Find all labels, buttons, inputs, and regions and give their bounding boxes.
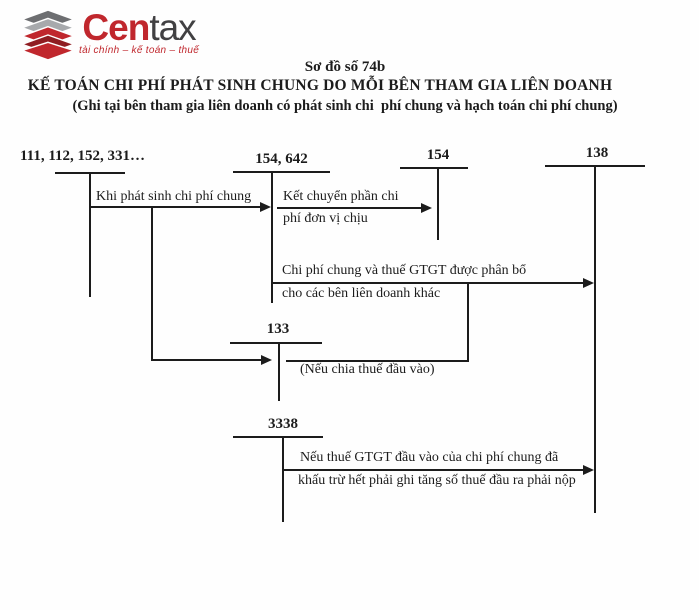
flow-label-vat-output-line1: Nếu thuế GTGT đầu vào của chi phí chung … bbox=[300, 450, 559, 465]
diagram-subheading: (Ghi tại bên tham gia liên doanh có phát… bbox=[72, 98, 618, 114]
centax-logo: Centax tài chính – kế toán – thuế bbox=[20, 8, 199, 62]
t-account-154-642-lines bbox=[233, 171, 330, 303]
account-label-111-112-152-331: 111, 112, 152, 331… bbox=[20, 148, 146, 164]
t-account-154-lines bbox=[400, 167, 468, 240]
scheme-number: Sơ đồ số 74b bbox=[304, 59, 386, 75]
account-label-154: 154 bbox=[426, 147, 450, 163]
connector-allocation-to-133 bbox=[286, 283, 469, 362]
t-account-138-lines bbox=[545, 165, 645, 513]
flow-arrow-into-133 bbox=[151, 207, 272, 365]
account-label-138: 138 bbox=[585, 145, 609, 161]
flow-label-transfer-line1: Kết chuyển phần chi bbox=[283, 189, 399, 204]
t-account-133-lines bbox=[230, 342, 322, 401]
brand-name: Centax bbox=[82, 7, 196, 48]
flow-label-transfer-line2: phí đơn vị chịu bbox=[283, 211, 368, 226]
centax-logotype: Centax tài chính – kế toán – thuế bbox=[79, 7, 200, 57]
flow-label-share-input-vat: (Nếu chia thuế đầu vào) bbox=[300, 362, 435, 377]
centax-diamond-icon bbox=[20, 9, 76, 61]
t-account-3338-lines bbox=[233, 436, 323, 522]
brand-name-dark: tax bbox=[149, 7, 196, 48]
account-label-3338: 3338 bbox=[268, 416, 298, 432]
account-label-133: 133 bbox=[266, 321, 290, 337]
flow-label-allocate-line2: cho các bên liên doanh khác bbox=[282, 286, 441, 301]
flow-label-incur-common-cost: Khi phát sinh chi phí chung bbox=[96, 189, 252, 204]
brand-tagline: tài chính – kế toán – thuế bbox=[79, 45, 200, 56]
flow-label-allocate-line1: Chi phí chung và thuế GTGT được phân bổ bbox=[282, 263, 527, 278]
flow-label-vat-output-line2: khấu trừ hết phải ghi tăng số thuế đầu r… bbox=[298, 473, 576, 488]
brand-name-red: Cen bbox=[82, 7, 150, 48]
t-account-111-lines bbox=[55, 172, 125, 297]
diagram-heading: KẾ TOÁN CHI PHÍ PHÁT SINH CHUNG DO MỖI B… bbox=[27, 77, 613, 94]
account-label-154-642: 154, 642 bbox=[255, 151, 308, 167]
